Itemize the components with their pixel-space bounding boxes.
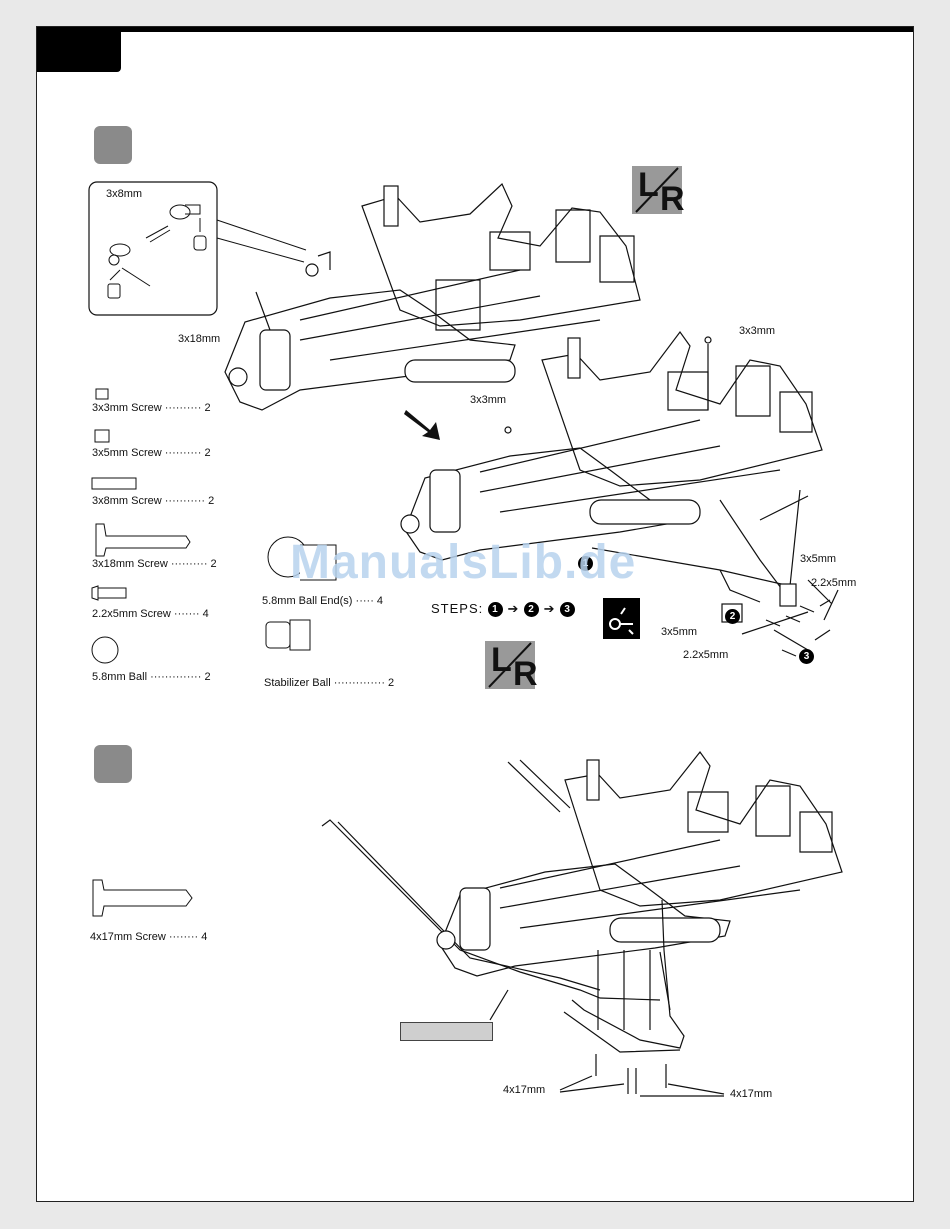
label-3x3-mid: 3x3mm: [470, 394, 507, 406]
left-right-badge-bottom: L R: [485, 641, 538, 693]
step-box-b: [94, 745, 132, 783]
page-tab: [37, 27, 121, 72]
lr-letter-r: R: [660, 180, 685, 218]
top-rule: [37, 27, 913, 32]
part-item: 5.8mm Ball ·············· 2: [92, 671, 211, 683]
part-item: 3x8mm Screw ··········· 2: [92, 495, 215, 507]
label-3x3-top: 3x3mm: [739, 325, 776, 337]
label-2-2x5-bottom: 2.2x5mm: [683, 649, 729, 661]
manual-page: [36, 26, 914, 1202]
step-marker-2: 2: [725, 609, 740, 624]
lr-letter-l: L: [638, 166, 659, 204]
part-item: Stabilizer Ball ·············· 2: [264, 677, 395, 689]
callout-label: 3x8mm: [106, 188, 143, 200]
lr-letter-r: R: [513, 655, 538, 693]
label-4x17-right: 4x17mm: [730, 1088, 773, 1100]
label-3x5-bottom: 3x5mm: [661, 626, 698, 638]
label-4x17-left: 4x17mm: [503, 1084, 546, 1096]
adjust-icon: [603, 598, 640, 639]
watermark: ManualsLib.de: [290, 536, 637, 589]
left-right-badge-top: L R: [632, 166, 685, 218]
label-3x5-right: 3x5mm: [800, 553, 837, 565]
part-callout-bar: [400, 1022, 493, 1041]
part-item: 3x5mm Screw ·········· 2: [92, 447, 211, 459]
part-item: 5.8mm Ball End(s) ····· 4: [262, 595, 384, 607]
part-item: 3x18mm Screw ·········· 2: [92, 558, 217, 570]
part-item: 3x3mm Screw ·········· 2: [92, 402, 211, 414]
step-marker-3: 3: [799, 649, 814, 664]
label-2-2x5-right: 2.2x5mm: [811, 577, 857, 589]
step-box-a: [94, 126, 132, 164]
part-item: 4x17mm Screw ········ 4: [90, 931, 208, 943]
step-marker-1: 1: [578, 556, 593, 571]
lr-letter-l: L: [491, 641, 512, 679]
part-item: 2.2x5mm Screw ······· 4: [92, 608, 209, 620]
steps-sequence: STEPS: 1 ➔ 2 ➔ 3: [431, 601, 576, 618]
label-3x18: 3x18mm: [178, 333, 221, 345]
